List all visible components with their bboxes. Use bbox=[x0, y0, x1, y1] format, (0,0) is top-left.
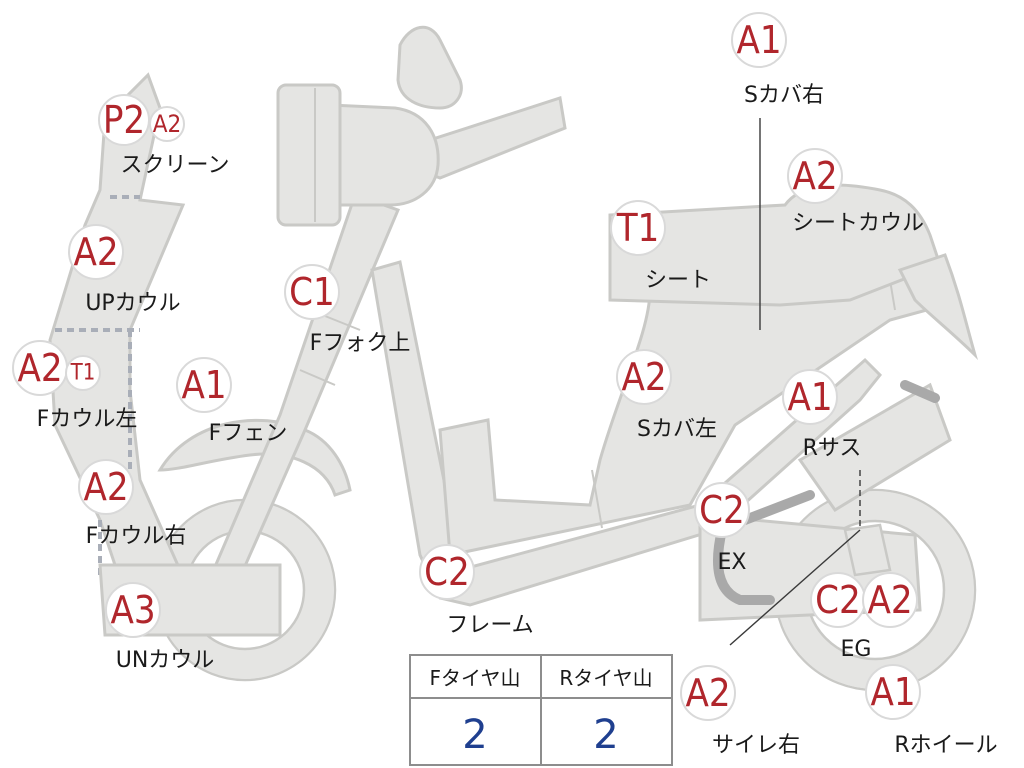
handlebar-shape bbox=[418, 96, 567, 180]
part-f-cowl-left: A2 T1 Fカウル左 bbox=[12, 340, 138, 432]
grade-badge: A3 bbox=[110, 588, 155, 632]
exhaust-bracket-shape bbox=[843, 523, 892, 577]
part-un-cowl: A3 UNカウル bbox=[105, 582, 215, 673]
part-side-cover-left: A2 Sカバ左 bbox=[616, 349, 717, 442]
part-annotations: P2 A2 スクリーン A2 UPカウル A2 T1 Fカウル左 A2 Fカウル… bbox=[12, 12, 998, 758]
part-label: Fカウル右 bbox=[86, 524, 187, 549]
table-value-front-tire: 2 bbox=[462, 712, 487, 758]
grade-badge: A2 bbox=[621, 355, 666, 399]
table-header-rear-tire: Rタイヤ山 bbox=[559, 666, 652, 690]
grade-badge: C2 bbox=[815, 578, 861, 622]
grade-badge: A2 bbox=[685, 671, 730, 715]
part-frame: C2 フレーム bbox=[419, 544, 534, 638]
part-label: サイレ右 bbox=[712, 733, 800, 758]
table-value-rear-tire: 2 bbox=[593, 712, 618, 758]
part-f-fender: A1 Fフェン bbox=[176, 357, 288, 446]
part-label: フレーム bbox=[446, 613, 533, 638]
grade-badge: C2 bbox=[699, 488, 745, 532]
front-cowl-shape bbox=[48, 72, 186, 582]
part-seat-cowl: A2 シートカウル bbox=[787, 148, 924, 236]
part-label: Sカバ右 bbox=[744, 83, 824, 108]
grade-badge: A2 bbox=[17, 346, 62, 390]
grade-badge: A2 bbox=[792, 154, 837, 198]
grade-badge: A2 bbox=[73, 230, 118, 274]
grade-badge: A2 bbox=[83, 465, 128, 509]
part-label: Fフォク上 bbox=[310, 331, 411, 356]
part-label: Rホイール bbox=[894, 733, 997, 758]
part-f-fork-upper: C1 Fフォク上 bbox=[284, 264, 411, 356]
part-engine: C2 A2 EG bbox=[810, 572, 918, 662]
headlight-shape bbox=[276, 83, 342, 227]
part-up-cowl: A2 UPカウル bbox=[68, 224, 181, 316]
grade-badge: T1 bbox=[70, 361, 96, 386]
tread-depth-table: Fタイヤ山 Rタイヤ山 2 2 bbox=[409, 654, 673, 766]
part-label: UPカウル bbox=[85, 291, 180, 316]
grade-badge: P2 bbox=[103, 98, 145, 142]
rear-suspension-shape bbox=[797, 382, 952, 513]
part-r-wheel: A1 Rホイール bbox=[865, 664, 998, 758]
part-r-suspension: A1 Rサス bbox=[782, 369, 862, 461]
part-label: Fカウル左 bbox=[37, 407, 138, 432]
part-label: EX bbox=[718, 550, 747, 575]
grade-badge: C1 bbox=[289, 270, 335, 314]
grade-badge: C2 bbox=[424, 550, 470, 594]
meter-visor-shape bbox=[396, 25, 463, 110]
headlight-housing-shape bbox=[328, 103, 440, 207]
part-label: Fフェン bbox=[209, 421, 288, 446]
grade-badge: T1 bbox=[616, 206, 660, 250]
grade-badge: A2 bbox=[867, 578, 912, 622]
part-label: UNカウル bbox=[116, 648, 215, 673]
part-muffler-right: A2 サイレ右 bbox=[680, 665, 800, 758]
exhaust-pipe-shape bbox=[713, 490, 815, 605]
rear-arm-end-shape bbox=[900, 380, 940, 403]
part-label: シート bbox=[645, 268, 711, 293]
seat-cowl-tail-shape bbox=[897, 253, 979, 361]
part-seat: T1 シート bbox=[610, 200, 711, 293]
part-label: スクリーン bbox=[121, 153, 230, 178]
grade-badge: A1 bbox=[870, 670, 915, 714]
leader-muffler bbox=[729, 529, 861, 646]
part-exhaust: C2 EX bbox=[694, 482, 750, 575]
part-label: Sカバ左 bbox=[637, 417, 717, 442]
part-label: Rサス bbox=[803, 436, 862, 461]
table-header-front-tire: Fタイヤ山 bbox=[430, 666, 521, 690]
grade-badge: A1 bbox=[736, 18, 781, 62]
grade-badge: A1 bbox=[181, 363, 226, 407]
part-f-cowl-right: A2 Fカウル右 bbox=[78, 459, 187, 549]
grade-badge: A2 bbox=[153, 110, 182, 138]
part-label: EG bbox=[841, 637, 872, 662]
part-label: シートカウル bbox=[792, 211, 924, 236]
part-screen: P2 A2 スクリーン bbox=[98, 94, 230, 178]
part-side-cover-right: A1 Sカバ右 bbox=[731, 12, 824, 108]
grade-badge: A1 bbox=[787, 375, 832, 419]
